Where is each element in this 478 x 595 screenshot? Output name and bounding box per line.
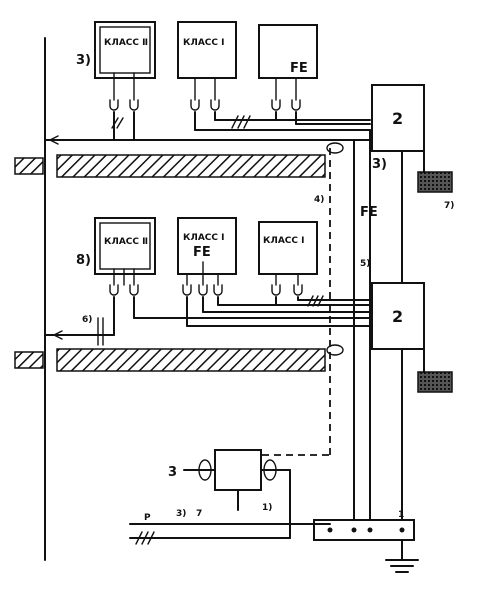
wiring-upper: [44, 111, 371, 145]
floor-slab-upper: [56, 154, 326, 178]
device-fe-upper: FE: [258, 24, 318, 101]
earth-block-upper: [417, 171, 453, 193]
mark-4: 4): [314, 195, 324, 205]
fe-upper-label: FE: [290, 61, 308, 76]
earth-block-lower: [417, 371, 453, 393]
mark-3-supply: 3): [176, 509, 186, 519]
class2-lower-label: КЛАСС Ⅱ: [104, 237, 148, 247]
class1-lower-label: КЛАСС Ⅰ: [183, 233, 225, 243]
fe-riser-label: FE: [360, 205, 378, 220]
mark-p: P: [144, 513, 151, 523]
mark-3-upper: 3): [76, 53, 91, 68]
plugs-lower: [109, 284, 303, 296]
mark-8: 8): [76, 253, 91, 268]
device-class1-lower-right: КЛАСС Ⅰ: [258, 221, 318, 286]
mark-1: 1: [398, 510, 404, 520]
mark-3-bottom: 3: [168, 465, 177, 480]
device-class1-fe-lower: КЛАСС Ⅰ FE: [177, 217, 237, 286]
device-class2-upper: КЛАСС Ⅱ: [94, 21, 156, 101]
mark-7: 7): [444, 201, 454, 211]
plugs-upper: [109, 99, 301, 111]
floor-slab-lower: [56, 348, 326, 372]
main-earthing-bar: 1: [313, 510, 419, 573]
mark-1-paren: 1): [262, 503, 272, 513]
mark-5: 5): [360, 259, 370, 269]
incoming-supply: P 3) 7: [129, 469, 331, 545]
mark-6: 6): [82, 315, 92, 325]
wiring-lower: [44, 295, 371, 346]
mark-7-supply: 7: [196, 509, 202, 519]
distribution-box-upper: 2: [371, 84, 425, 173]
floor-slab-left-lower: [14, 351, 44, 369]
distribution-box-lower: 2: [371, 282, 425, 373]
class2-upper-label: КЛАСС Ⅱ: [104, 38, 148, 48]
box2-upper-label: 2: [392, 109, 403, 128]
floor-slab-left-upper: [14, 157, 44, 175]
class1-lower-right-label: КЛАСС Ⅰ: [263, 236, 305, 246]
fe-lower-label: FE: [193, 245, 211, 260]
box2-lower-label: 2: [392, 307, 403, 326]
device-class1-upper: КЛАСС Ⅰ: [177, 21, 237, 101]
device-class2-lower: КЛАСС Ⅱ: [94, 217, 156, 286]
junction-box-bottom: 3 1): [168, 449, 291, 513]
risers: [262, 129, 403, 521]
class1-upper-label: КЛАСС Ⅰ: [183, 38, 225, 48]
mark-3-right: 3): [372, 157, 387, 172]
